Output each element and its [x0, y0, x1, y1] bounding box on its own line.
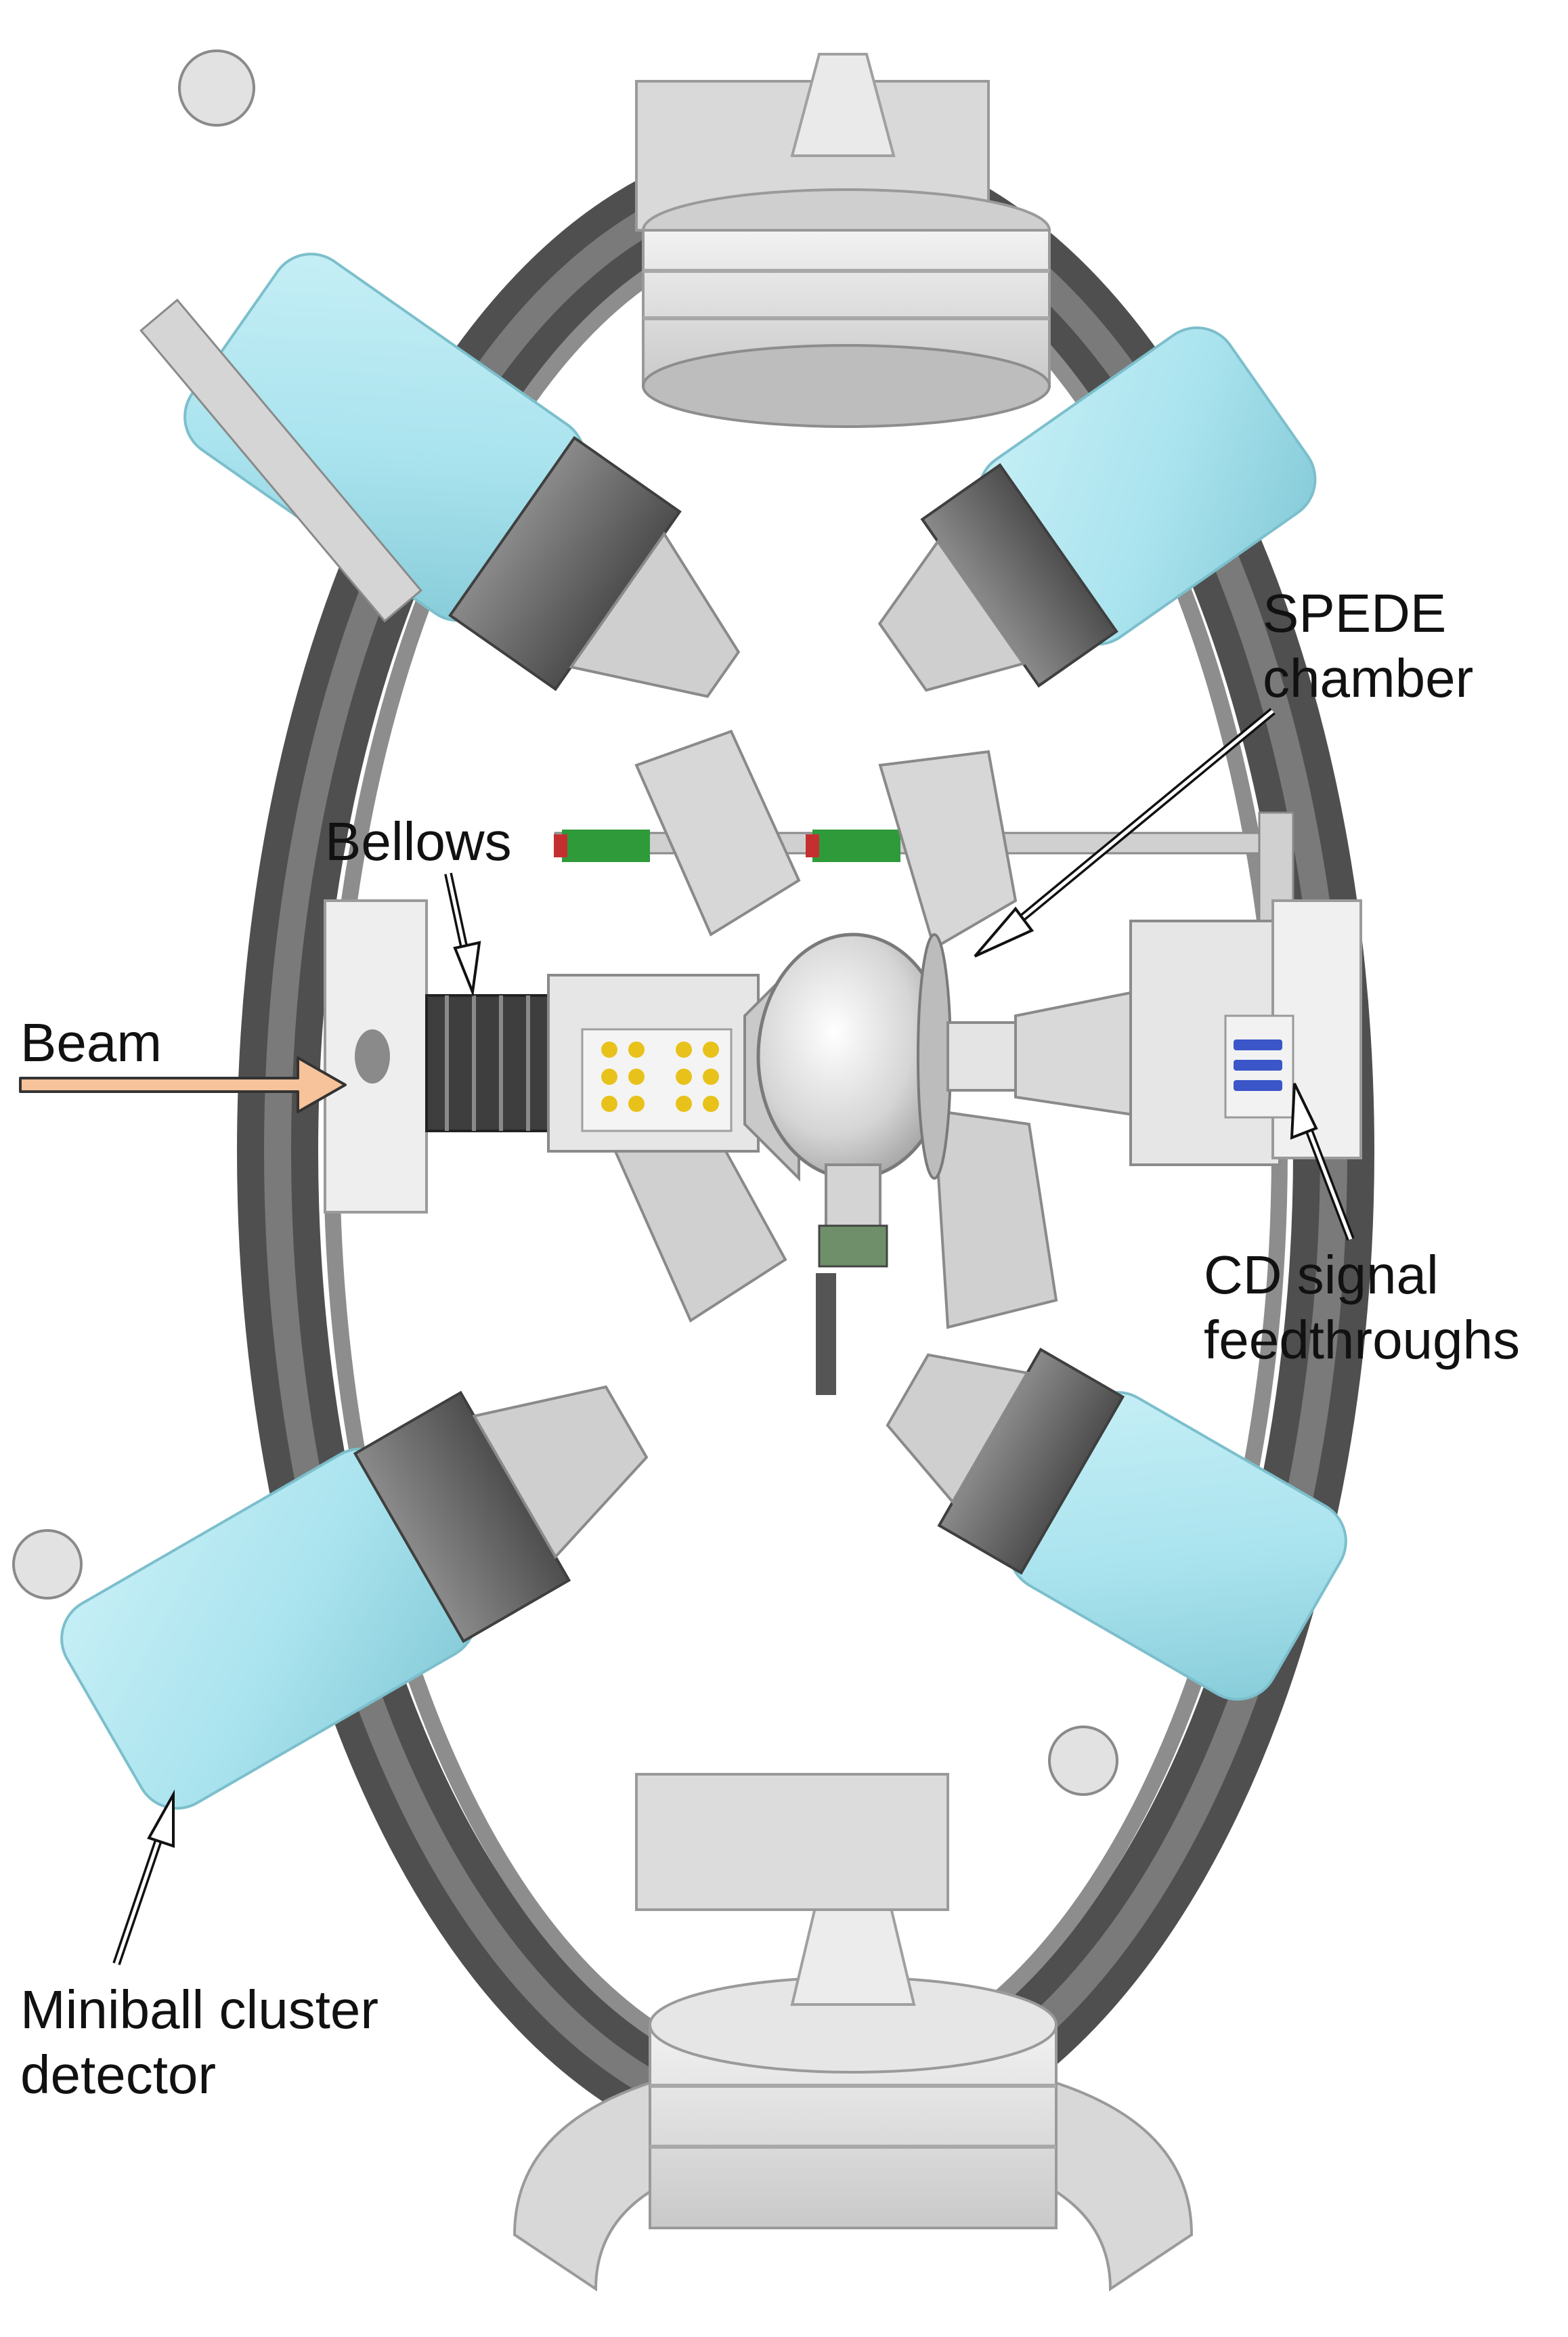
label-spede-line1: SPEDE — [1263, 583, 1447, 643]
label-miniball-line1: Miniball cluster — [20, 1979, 379, 2040]
gold-connectors — [601, 1042, 719, 1112]
label-bellows: Bellows — [325, 811, 512, 872]
bottom-stand — [513, 1773, 1194, 2292]
miniball-detector-top-right — [877, 326, 1317, 692]
blue-connectors — [1234, 1039, 1282, 1091]
beam-entrance-plate — [324, 899, 428, 1214]
label-cd-line1: CD signal — [1204, 1245, 1439, 1305]
miniball-detector-top-left — [139, 49, 741, 698]
beam-arrow — [19, 1056, 347, 1113]
label-miniball-cluster-detector: Miniball cluster detector — [20, 1977, 378, 2107]
label-beam: Beam — [20, 1012, 162, 1073]
pointer-arrow-spede-chamber — [974, 708, 1276, 958]
inner-detector-mounts — [607, 729, 1058, 1329]
beam-pipe-right — [946, 899, 1362, 1166]
pointer-arrow-miniball — [112, 1789, 175, 1965]
label-cd-signal-feedthroughs: CD signal feedthroughs — [1204, 1243, 1520, 1373]
label-cd-line2: feedthroughs — [1204, 1310, 1521, 1370]
pointer-arrow-bellows — [444, 872, 481, 998]
miniball-detector-bottom-left — [12, 1385, 649, 1810]
target-ladder — [816, 1163, 888, 1395]
label-spede-chamber: SPEDE chamber — [1263, 581, 1473, 711]
label-miniball-line2: detector — [20, 2044, 217, 2105]
pointer-arrow-cd-feedthroughs — [1290, 1083, 1355, 1241]
spede-chamber — [743, 932, 952, 1182]
target-block — [547, 974, 760, 1153]
top-stand — [635, 53, 1051, 428]
miniball-detector-bottom-right — [886, 1348, 1347, 1796]
bellows — [425, 994, 563, 1132]
label-spede-line2: chamber — [1263, 648, 1474, 708]
